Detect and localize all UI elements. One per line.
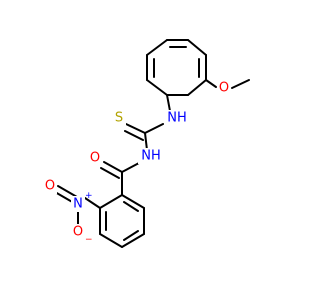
carbonyl-oxygen-atom: O xyxy=(90,151,100,166)
sulfur-atom: S xyxy=(115,111,123,126)
bond xyxy=(231,79,250,89)
bond xyxy=(146,79,168,96)
bond xyxy=(124,130,144,141)
bond xyxy=(205,79,217,88)
bond xyxy=(103,161,123,173)
bond xyxy=(144,132,148,151)
bond xyxy=(57,185,78,198)
nitro-oxygen-double-atom: O xyxy=(45,179,55,194)
bond-layer xyxy=(54,39,250,248)
bond xyxy=(166,94,171,112)
ether-oxygen-atom: O xyxy=(219,81,229,96)
bond xyxy=(121,194,145,209)
bond xyxy=(99,194,123,209)
molecule-canvas: S NH NH O O N + O O − xyxy=(43,39,250,248)
thioamide-nh-atom: NH xyxy=(167,111,187,126)
bond xyxy=(100,167,120,179)
nitro-nitrogen-charge: + xyxy=(85,191,93,201)
nitro-oxygen-single-atom: O xyxy=(73,225,83,240)
bond xyxy=(125,123,146,134)
bond xyxy=(84,197,101,209)
bond-double-inner xyxy=(123,201,139,212)
bond-double-inner xyxy=(123,230,139,241)
bond xyxy=(146,39,168,56)
bond xyxy=(121,233,145,248)
bond xyxy=(121,162,140,173)
imide-nh-atom: NH xyxy=(141,149,161,164)
bond xyxy=(187,39,207,56)
atom-layer: S NH NH O O N + O O − xyxy=(43,80,231,245)
bond xyxy=(187,79,207,96)
nitro-nitrogen-atom: N xyxy=(73,197,83,212)
nitro-oxygen-charge: − xyxy=(85,235,93,245)
structure-diagram: S NH NH O O N + O O − xyxy=(43,39,250,248)
bond xyxy=(99,233,123,248)
bond xyxy=(54,191,75,204)
bond xyxy=(144,123,164,134)
